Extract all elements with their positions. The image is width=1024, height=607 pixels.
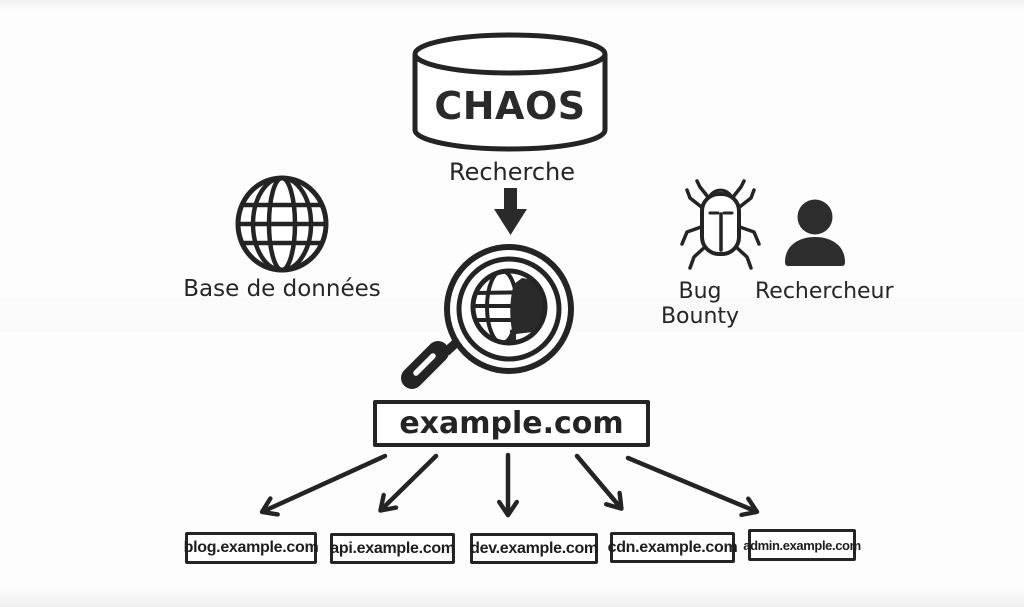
database-cylinder-icon xyxy=(412,32,608,152)
subdomain-box-admin: admin.example.com xyxy=(743,529,861,561)
subdomain-label: admin.example.com xyxy=(743,537,861,553)
fan-arrows xyxy=(259,452,760,518)
arrow-to-admin xyxy=(625,455,760,518)
subdomain-box-blog: blog.example.com xyxy=(183,532,319,564)
subdomain-label: cdn.example.com xyxy=(607,538,738,556)
globe-icon xyxy=(235,175,329,273)
bug-icon xyxy=(680,179,761,270)
domain-label: example.com xyxy=(399,406,624,441)
subdomain-box-cdn: cdn.example.com xyxy=(607,532,738,563)
subdomain-label: blog.example.com xyxy=(183,539,319,556)
arrow-to-blog xyxy=(259,453,388,517)
left-source-label: Base de données xyxy=(183,276,381,302)
subdomain-box-api: api.example.com xyxy=(330,533,455,564)
arrow-to-cdn xyxy=(574,453,624,511)
bug-bounty-label: Bug Bounty xyxy=(660,279,740,329)
magnifier-globe-icon xyxy=(401,244,574,389)
database-title: CHAOS xyxy=(434,84,586,128)
subdomain-box-dev: dev.example.com xyxy=(470,533,598,564)
researcher-label: Rechercheur xyxy=(755,279,894,304)
subdomain-label: api.example.com xyxy=(330,539,455,557)
database-caption: Recherche xyxy=(448,158,576,186)
domain-box: example.com xyxy=(373,400,650,447)
arrow-to-api xyxy=(378,453,439,513)
person-icon xyxy=(785,199,845,266)
subdomain-label: dev.example.com xyxy=(470,539,598,557)
arrow-down-icon xyxy=(494,188,527,235)
